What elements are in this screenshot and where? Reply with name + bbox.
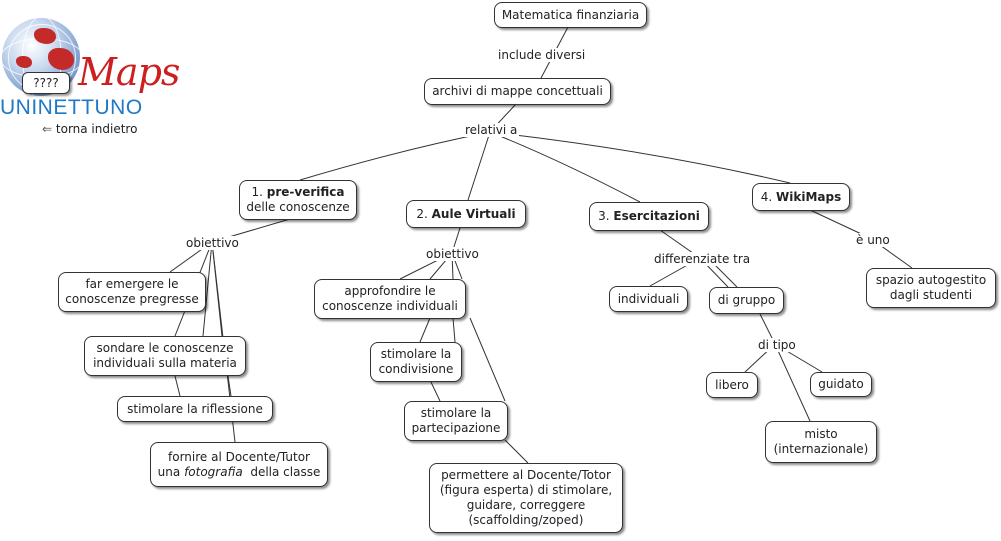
node-label: 1. pre-verifica	[251, 185, 345, 199]
node-label-line3: guidare, correggere	[466, 498, 586, 512]
node-label-line2: dagli studenti	[889, 288, 973, 302]
node-condivisione[interactable]: stimolare la condivisione	[370, 342, 462, 382]
link-approfondire-condivisione2	[452, 317, 456, 343]
node-label-line2: (internazionale)	[773, 442, 869, 456]
node-label: 4. WikiMaps	[760, 189, 842, 204]
link-condivisione-partecipazione	[429, 379, 441, 402]
node-aule-virtuali[interactable]: 2. Aule Virtuali	[406, 200, 526, 228]
brand-name: UNINETTUNO	[0, 96, 143, 119]
node-label: libero	[715, 377, 749, 392]
link-label-relativi-a: relativi a	[463, 123, 520, 137]
node-label: 3. Esercitazioni	[598, 209, 700, 223]
node-label-line2: conoscenze individuali	[322, 299, 458, 313]
maps-wordmark: Maps	[78, 50, 180, 94]
node-label-line2: condivisione	[378, 362, 454, 376]
node-label-line2: (figura esperta) di stimolare,	[439, 483, 613, 497]
back-arrow-icon: ⇐	[42, 122, 53, 136]
node-pre-verifica[interactable]: 1. pre-verifica delle conoscenze	[239, 180, 357, 220]
node-label-line2: una fotografia della classe	[157, 464, 321, 479]
node-label: fornire al Docente/Tutor	[168, 449, 310, 464]
node-label: sondare le conoscenze	[96, 341, 234, 355]
node-label: permettere al Docente/Totor	[441, 468, 611, 482]
node-label: di gruppo	[717, 293, 776, 307]
node-partecipazione[interactable]: stimolare la partecipazione	[404, 401, 508, 441]
node-sondare[interactable]: sondare le conoscenze individuali sulla …	[84, 336, 246, 376]
node-label-line2: individuali sulla materia	[93, 356, 237, 370]
node-label-line2: conoscenze pregresse	[65, 292, 199, 306]
node-label: stimolare la	[380, 347, 452, 361]
link-label-include-diversi: include diversi	[496, 48, 588, 62]
uninettuno-maps-logo[interactable]: Maps ???? UNINETTUNO ⇐ torna indietro	[0, 14, 190, 139]
node-libero[interactable]: libero	[706, 372, 758, 398]
node-fornire[interactable]: fornire al Docente/Tutor una fotografia …	[150, 442, 328, 487]
link-ditipo-misto	[774, 343, 811, 422]
node-archivi[interactable]: archivi di mappe concettuali	[424, 78, 611, 105]
node-individuali[interactable]: individuali	[609, 286, 688, 312]
node-far-emergere[interactable]: far emergere le conoscenze pregresse	[58, 272, 206, 312]
node-label-line4: (scaffolding/zoped)	[468, 513, 584, 527]
node-guidato[interactable]: guidato	[810, 372, 872, 397]
question-badge[interactable]: ????	[22, 72, 70, 94]
node-label: Matematica finanziaria	[501, 7, 640, 22]
link-approfondire-partecipazione	[469, 317, 506, 402]
node-label-line2: delle conoscenze	[246, 200, 350, 214]
link-label-differenziate-tra: differenziate tra	[652, 252, 753, 266]
node-label: approfondire le	[344, 284, 436, 298]
node-approfondire[interactable]: approfondire le conoscenze individuali	[314, 279, 466, 319]
link-label-di-tipo: di tipo	[756, 338, 798, 352]
link-relativi-n1	[299, 131, 491, 181]
node-label: 2. Aule Virtuali	[416, 206, 516, 221]
link-label-obiettivo-1: obiettivo	[184, 236, 241, 250]
node-label: stimolare la riflessione	[127, 401, 263, 416]
node-label: individuali	[617, 291, 680, 306]
link-obiettivo-sondare2	[202, 241, 213, 337]
link-sondare-riflessione	[174, 375, 181, 397]
node-label: far emergere le	[85, 277, 179, 291]
back-link-label: torna indietro	[55, 122, 138, 136]
link-sondare-riflessione2	[227, 375, 232, 397]
node-label: guidato	[818, 377, 864, 391]
node-matematica-finanziaria[interactable]: Matematica finanziaria	[494, 2, 647, 28]
node-label: misto	[804, 427, 838, 441]
link-partecipazione-permettere	[504, 439, 529, 464]
node-permettere[interactable]: permettere al Docente/Totor (figura espe…	[429, 463, 623, 533]
node-esercitazioni[interactable]: 3. Esercitazioni	[589, 202, 709, 231]
node-misto[interactable]: misto (internazionale)	[765, 421, 877, 463]
link-label-obiettivo-2: obiettivo	[424, 247, 481, 261]
link-label-e-uno: è uno	[854, 233, 892, 247]
back-link[interactable]: ⇐ torna indietro	[42, 122, 137, 136]
node-label: stimolare la	[420, 406, 492, 420]
link-relativi-n2	[467, 131, 491, 201]
node-di-gruppo[interactable]: di gruppo	[709, 287, 784, 314]
link-relativi-n4	[489, 131, 791, 184]
node-stimolare-riflessione[interactable]: stimolare la riflessione	[117, 396, 273, 422]
node-wikimaps[interactable]: 4. WikiMaps	[752, 183, 850, 211]
node-spazio-autogestito[interactable]: spazio autogestito dagli studenti	[866, 268, 996, 308]
link-approfondire-condivisione	[419, 317, 431, 343]
node-label: archivi di mappe concettuali	[432, 84, 603, 98]
node-label: spazio autogestito	[875, 273, 987, 287]
link-relativi-n3	[489, 131, 641, 203]
node-label-line2: partecipazione	[411, 421, 501, 435]
